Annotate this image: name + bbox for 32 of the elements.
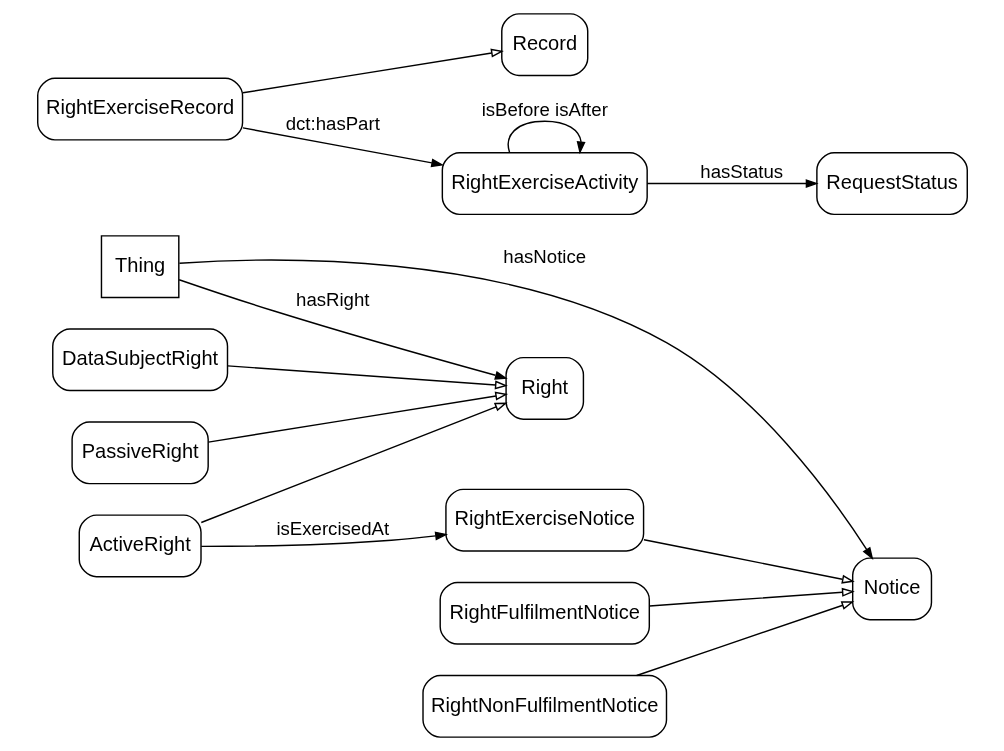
node-box: RightNonFulfilmentNotice	[421, 674, 667, 738]
node-box: RightExerciseRecord	[36, 77, 243, 141]
node-box: Thing	[100, 235, 180, 299]
edge-label: isBefore isAfter	[481, 99, 608, 121]
arrow	[200, 531, 448, 548]
node-box: PassiveRight	[70, 421, 209, 485]
edge-label: hasRight	[295, 288, 369, 310]
arrow	[635, 601, 854, 677]
node-box: Record	[500, 13, 588, 77]
node-box: RightExerciseNotice	[444, 488, 644, 552]
node-box: RequestStatus	[815, 152, 968, 216]
node-box: RightFulfilmentNotice	[439, 581, 650, 645]
arrow	[226, 365, 508, 390]
arrow	[642, 538, 855, 584]
arrow	[177, 279, 508, 380]
edge-label: hasNotice	[502, 245, 586, 267]
arrow	[241, 48, 504, 94]
arrow	[646, 179, 819, 189]
arrow	[207, 391, 508, 443]
arrow	[507, 120, 586, 155]
arrow	[241, 127, 444, 168]
node-box: RightExerciseActivity	[441, 152, 648, 216]
node-box: DataSubjectRight	[51, 328, 228, 392]
edge-label: isExercisedAt	[275, 518, 389, 540]
edge-label: dct:hasPart	[285, 112, 380, 134]
arrow	[200, 402, 508, 524]
arrow	[178, 259, 873, 560]
edge-label: hasStatus	[699, 161, 783, 183]
node-box: Notice	[851, 557, 932, 621]
arrow	[648, 587, 855, 607]
node-box: Right	[504, 356, 584, 420]
node-box: ActiveRight	[78, 514, 202, 578]
